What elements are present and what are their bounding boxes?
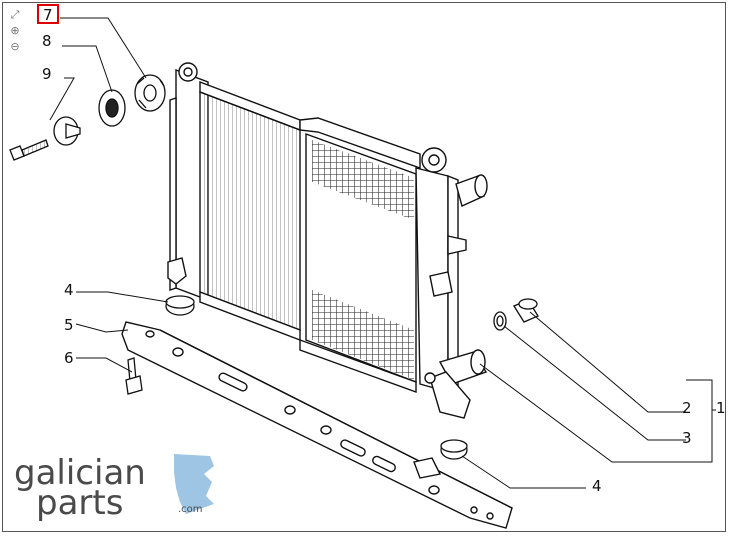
lower-crossmember-bar bbox=[121, 321, 513, 529]
callout-8[interactable]: 8 bbox=[42, 32, 52, 50]
zoom-out-icon[interactable]: ⊖ bbox=[10, 40, 20, 53]
grommets-and-plugs bbox=[125, 295, 539, 460]
callout-7[interactable]: 7 bbox=[43, 6, 53, 24]
selected-callout-highlight bbox=[37, 4, 59, 24]
callout-1[interactable]: 1 bbox=[716, 399, 726, 417]
galicia-map-icon bbox=[174, 454, 214, 514]
logo-word-galician: galician bbox=[14, 453, 146, 493]
callout-6[interactable]: 6 bbox=[64, 349, 74, 367]
callout-4-left[interactable]: 4 bbox=[64, 281, 74, 299]
leader-lines bbox=[49, 17, 716, 489]
fit-screen-icon[interactable]: ⤢ bbox=[10, 8, 20, 21]
logo-word-parts: parts bbox=[36, 483, 123, 522]
logo-suffix: .com bbox=[178, 504, 203, 515]
callout-labels: 7 8 9 4 5 6 2 3 4 1 bbox=[42, 6, 726, 495]
zoom-in-icon[interactable]: ⊕ bbox=[10, 24, 20, 37]
callout-9[interactable]: 9 bbox=[42, 65, 52, 83]
radiator-assembly bbox=[167, 62, 488, 419]
callout-2[interactable]: 2 bbox=[682, 399, 692, 417]
callout-4-right[interactable]: 4 bbox=[592, 477, 602, 495]
callout-5[interactable]: 5 bbox=[64, 316, 74, 334]
mounting-hardware bbox=[9, 74, 166, 161]
galicianparts-logo: galician parts .com bbox=[14, 453, 214, 522]
callout-3[interactable]: 3 bbox=[682, 429, 692, 447]
